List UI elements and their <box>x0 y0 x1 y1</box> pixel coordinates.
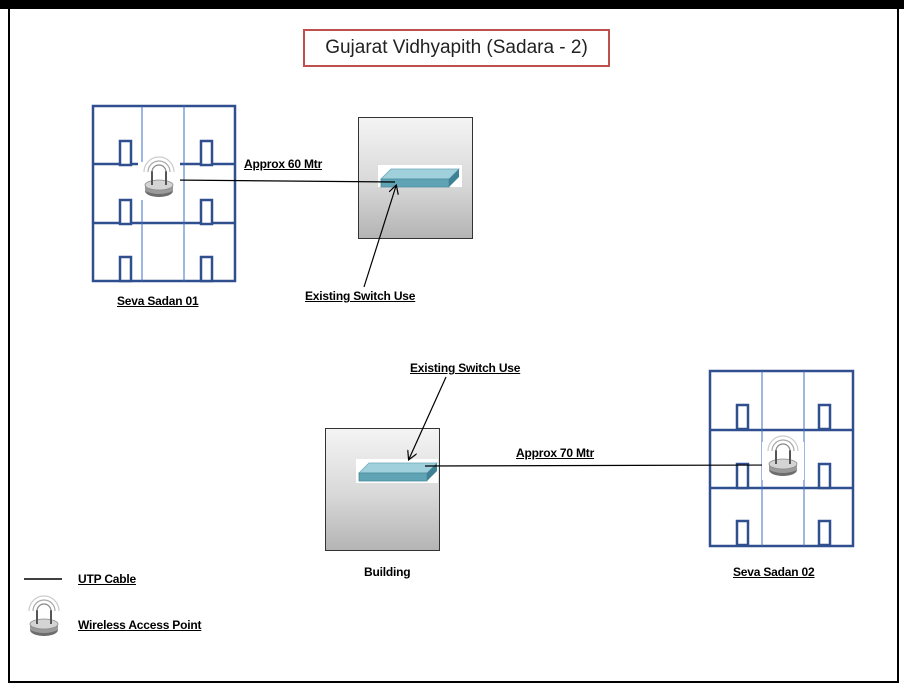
top-cable-length-label: Approx 60 Mtr <box>244 157 323 171</box>
bottom-switch-callout-arrow <box>409 376 447 459</box>
bottom-cable-length-label: Approx 70 Mtr <box>516 446 595 460</box>
bottom-switch-building <box>325 428 440 551</box>
top-switch-icon <box>378 165 462 188</box>
top-switch-callout-arrow <box>363 186 396 288</box>
bottom-switch-icon <box>356 459 438 483</box>
diagram-title: Gujarat Vidhyapith (Sadara - 2) <box>303 29 610 67</box>
legend-utp-cable-label: UTP Cable <box>78 572 136 586</box>
building-label: Building <box>364 565 411 579</box>
wireless-access-point-icon <box>138 156 180 200</box>
seva-sadan-01-label: Seva Sadan 01 <box>117 294 199 308</box>
top-border-bar <box>0 0 904 9</box>
bottom-switch-callout-label: Existing Switch Use <box>410 361 521 375</box>
bottom-utp-cable <box>424 464 783 467</box>
diagram-title-text: Gujarat Vidhyapith (Sadara - 2) <box>325 37 588 58</box>
wireless-access-point-icon <box>762 435 804 480</box>
floorplan-seva-sadan-02-icon <box>708 369 855 548</box>
top-switch-callout-label: Existing Switch Use <box>305 289 416 303</box>
legend-wireless-access-point-icon <box>28 595 60 637</box>
top-utp-cable <box>169 179 396 183</box>
legend-wireless-access-point-label: Wireless Access Point <box>78 618 202 632</box>
seva-sadan-02-label: Seva Sadan 02 <box>733 565 815 579</box>
diagram-frame <box>8 9 899 683</box>
